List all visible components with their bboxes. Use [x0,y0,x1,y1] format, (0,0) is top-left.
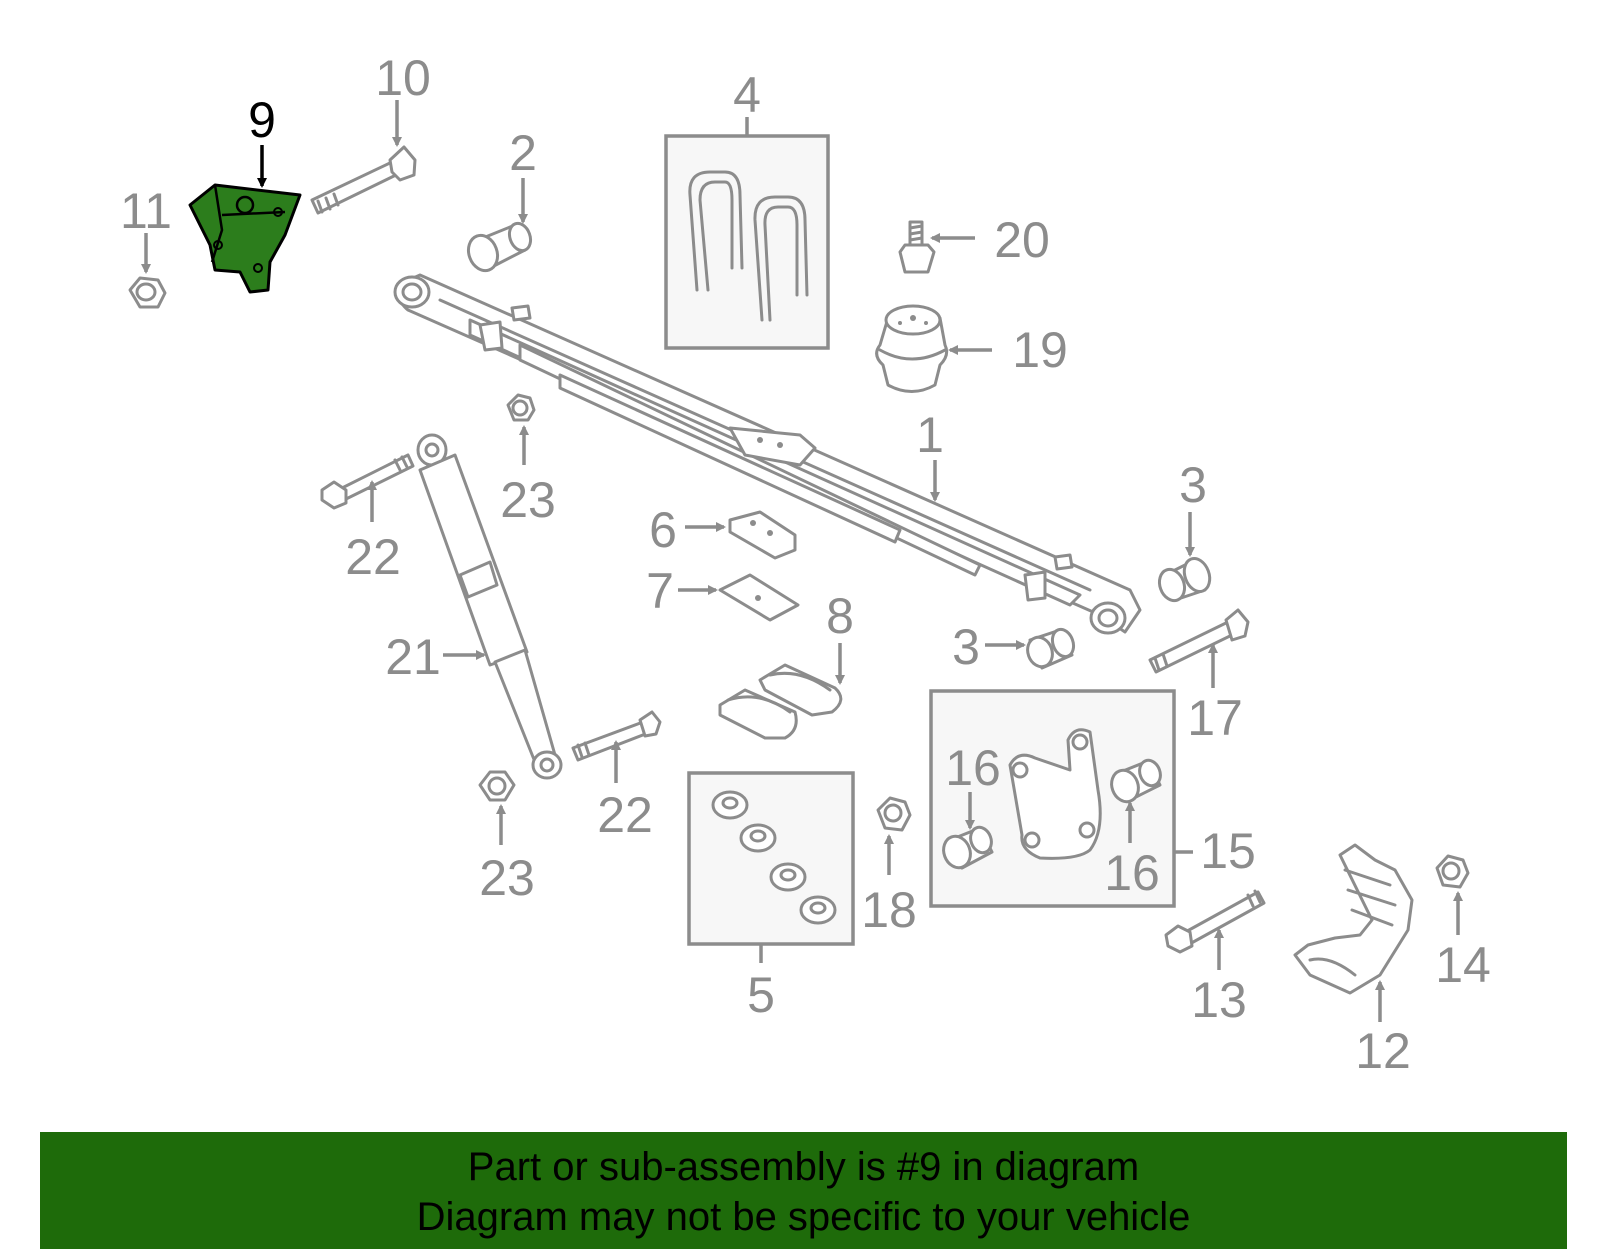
callout-8: 8 [826,588,854,644]
callout-3a: 3 [1179,457,1207,513]
callout-9: 9 [248,92,276,148]
part-9-spring-hanger-bracket [188,183,302,294]
callout-15: 15 [1200,823,1256,879]
callout-1: 1 [916,407,944,463]
part-8-spring-seat [718,663,843,740]
part-20-bump-stop-bolt [898,220,936,274]
callout-5: 5 [747,967,775,1023]
callout-18: 18 [861,882,917,938]
part-12-shield [1293,843,1414,995]
callout-3b: 3 [952,619,980,675]
callout-7: 7 [646,563,674,619]
info-banner: Part or sub-assembly is #9 in diagram Di… [40,1132,1567,1249]
callout-23b: 23 [479,850,535,906]
callout-19: 19 [1012,322,1068,378]
part-10-bolt [310,145,417,215]
callout-4: 4 [733,67,761,123]
part-7-plate [718,573,800,622]
callout-17: 17 [1187,690,1243,746]
part-21-shock-absorber [416,433,563,780]
part-23-nut-lower [478,770,516,802]
part-17-bolt [1148,608,1250,674]
callout-20: 20 [994,212,1050,268]
part-22-bolt-upper [320,453,415,510]
callout-16b: 16 [1104,845,1160,901]
callout-6: 6 [649,502,677,558]
part-3-bushing-lower [1026,627,1076,670]
callout-14: 14 [1435,937,1491,993]
part-22-bolt-lower [571,710,662,762]
part-2-bushing [466,221,533,273]
part-19-bump-stop [875,304,949,393]
callout-22a: 22 [345,529,401,585]
callout-10: 10 [375,50,431,106]
part-5-nut-kit [687,771,855,946]
callout-21: 21 [385,629,441,685]
callout-23a: 23 [500,472,556,528]
callout-13: 13 [1191,972,1247,1028]
callout-2: 2 [509,125,537,181]
callout-11: 11 [120,183,172,239]
part-3-bushing-upper [1157,557,1212,603]
banner-line-2: Diagram may not be specific to your vehi… [416,1195,1191,1239]
banner-line-1: Part or sub-assembly is #9 in diagram [467,1145,1140,1189]
part-18-nut [876,796,912,832]
part-14-nut [1435,854,1470,889]
part-11-nut [128,276,167,309]
part-1-leaf-spring [393,273,1142,635]
part-6-spacer [728,510,797,560]
callout-12: 12 [1355,1023,1411,1079]
callout-22b: 22 [597,787,653,843]
part-4-u-bolt-kit [664,134,830,350]
part-23-nut-upper [506,393,536,422]
callout-16a: 16 [945,740,1001,796]
part-13-bolt [1164,889,1266,954]
